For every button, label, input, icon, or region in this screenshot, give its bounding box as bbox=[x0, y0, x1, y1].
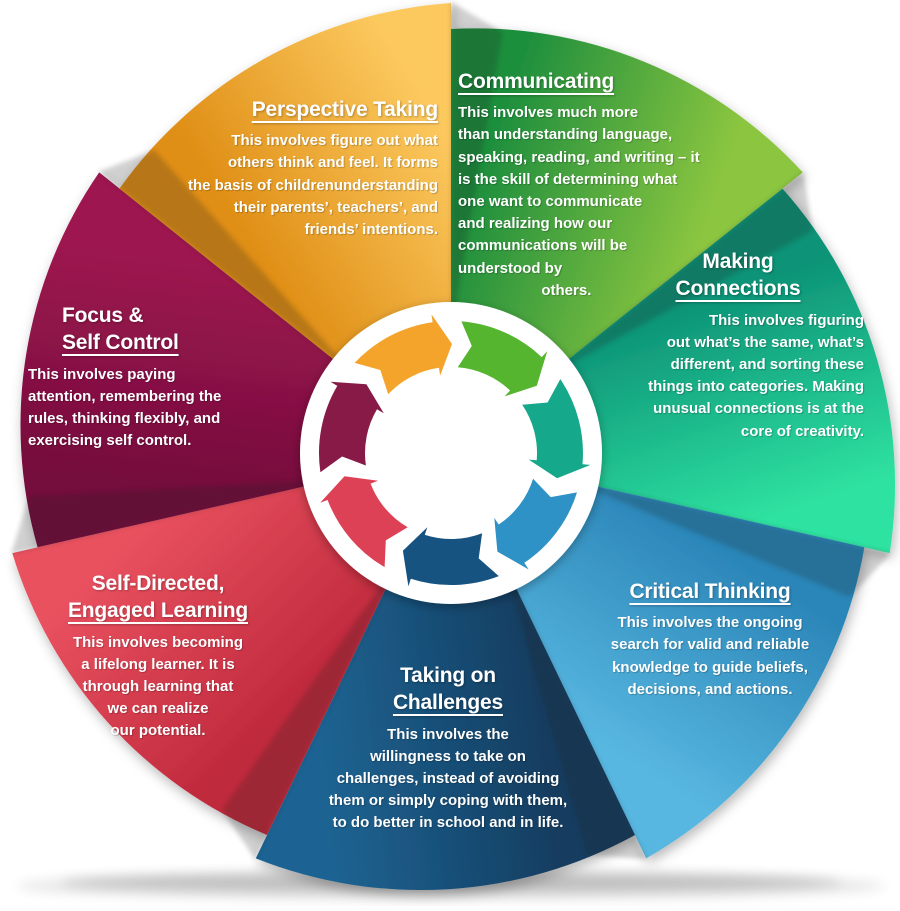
segment-taking-on-challenges: Taking on Challenges This involves the wi… bbox=[292, 662, 604, 835]
segment-title-line: Communicating bbox=[458, 70, 615, 93]
segment-description: This involves the willingness to take on… bbox=[328, 725, 568, 832]
perspective-taking-cycle-arrow-icon bbox=[354, 314, 452, 395]
petal-edge-shadow bbox=[221, 561, 399, 860]
segment-self-directed-engaged-learning: Self-Directed, Engaged Learning This invo… bbox=[42, 570, 274, 743]
petal-edge-shadow bbox=[544, 171, 813, 379]
self-directed-engaged-learning-cycle-arrow-icon bbox=[320, 476, 408, 568]
segment-description: This involves the ongoing search for val… bbox=[610, 614, 810, 698]
segment-title-line: Making bbox=[702, 250, 774, 273]
segment-title-line: Self Control bbox=[62, 331, 179, 355]
petal-edge-shadow bbox=[451, 2, 503, 333]
segment-description: This involves figuring out what’s the sa… bbox=[648, 311, 864, 440]
segment-description: This involves much more than understandi… bbox=[458, 104, 700, 299]
segment-perspective-taking: Perspective Taking This involves figure … bbox=[148, 96, 438, 241]
petal-edge-shadow bbox=[568, 479, 891, 597]
segment-critical-thinking: Critical Thinking This involves the ongo… bbox=[566, 578, 854, 701]
segment-title: Focus & Self Control bbox=[28, 302, 280, 357]
critical-thinking-cycle-arrow-icon bbox=[494, 478, 577, 570]
segment-focus-self-control: Focus & Self Control This involves paying… bbox=[28, 302, 280, 452]
segment-title-line: Self-Directed, bbox=[91, 572, 225, 595]
communicating-cycle-arrow-icon bbox=[457, 321, 548, 397]
segment-title: Self-Directed, Engaged Learning bbox=[42, 570, 274, 625]
segment-title-line: Perspective Taking bbox=[251, 98, 438, 121]
petal-edge-shadow bbox=[11, 479, 335, 554]
segment-description: This involves becoming a lifelong learne… bbox=[72, 633, 244, 740]
segment-title: Communicating bbox=[458, 68, 720, 95]
segment-title-line: Connections bbox=[675, 277, 801, 301]
petal-edge-shadow bbox=[503, 561, 647, 860]
focus-self-control-cycle-arrow-icon bbox=[318, 381, 384, 473]
petal-taking-on-challenges bbox=[255, 453, 636, 891]
cycle-arrows-icon bbox=[318, 314, 591, 587]
segment-title: Taking on Challenges bbox=[292, 662, 604, 717]
segment-title: Critical Thinking bbox=[566, 578, 854, 605]
segment-title-line: Critical Thinking bbox=[629, 580, 791, 603]
petal-edge-shadow bbox=[98, 150, 358, 379]
segment-title: Perspective Taking bbox=[148, 96, 438, 123]
segment-description: This involves paying attention, remember… bbox=[28, 365, 222, 450]
segment-description: This involves figure out what others thi… bbox=[187, 132, 438, 239]
making-connections-cycle-arrow-icon bbox=[522, 379, 591, 479]
segment-title-line: Taking on bbox=[400, 664, 496, 687]
segment-communicating: Communicating This involves much more th… bbox=[458, 68, 720, 302]
segment-title-line: Challenges bbox=[392, 691, 504, 715]
segment-title-line: Engaged Learning bbox=[68, 599, 248, 623]
segment-title-line: Focus & bbox=[62, 304, 144, 327]
taking-on-challenges-cycle-arrow-icon bbox=[402, 527, 499, 587]
